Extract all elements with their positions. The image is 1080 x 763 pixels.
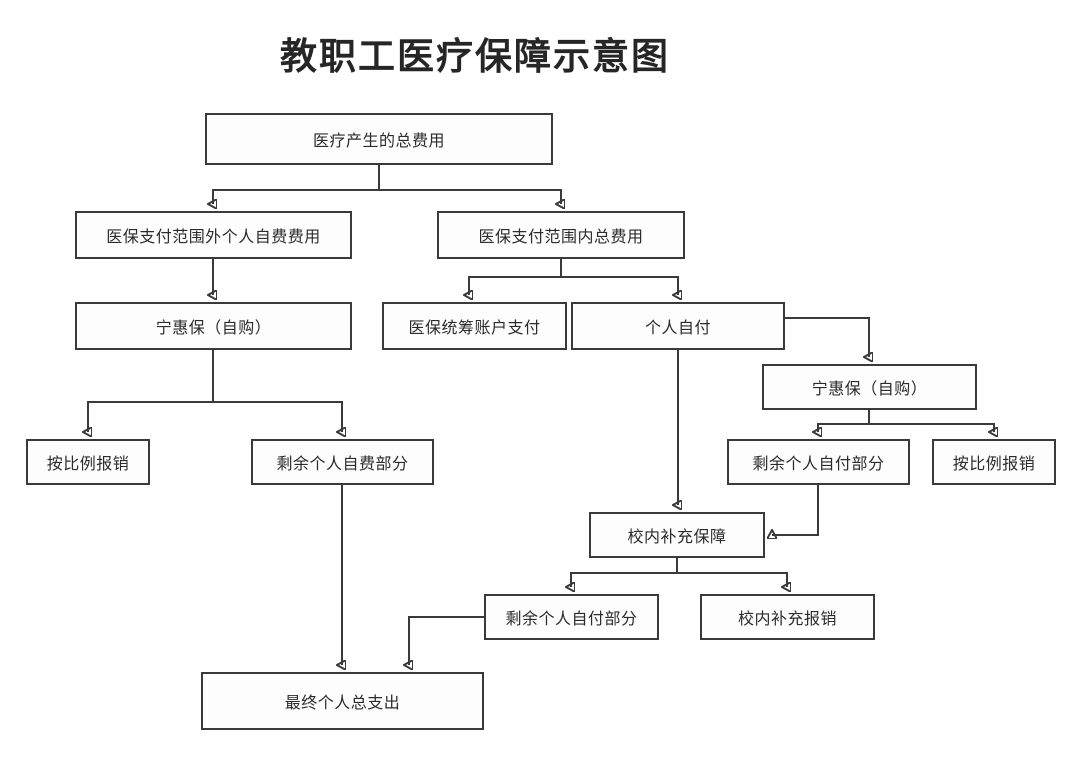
- node-campus-supplementary-coverage[interactable]: 校内补充保障: [589, 512, 765, 558]
- node-final-personal-total-expense[interactable]: 最终个人总支出: [201, 672, 484, 730]
- edge-total-to-out-of-scope: [213, 165, 380, 204]
- node-ninghuibao-right[interactable]: 宁惠保（自购）: [762, 364, 977, 410]
- edge-in-scope-to-pooled-account: [469, 259, 562, 295]
- node-in-scope-total-cost[interactable]: 医保支付范围内总费用: [437, 211, 685, 259]
- node-out-of-scope-self-funded[interactable]: 医保支付范围外个人自费费用: [75, 211, 352, 259]
- edge-ninghuibao-to-remaining-self-funded: [213, 401, 342, 432]
- node-total-medical-cost[interactable]: 医疗产生的总费用: [205, 113, 553, 165]
- node-proportional-reimbursement-left[interactable]: 按比例报销: [26, 439, 150, 485]
- node-ninghuibao-left[interactable]: 宁惠保（自购）: [75, 302, 352, 350]
- edge-ninghuibao-to-proportional-reimbursement: [88, 350, 214, 432]
- node-personal-self-pay[interactable]: 个人自付: [571, 302, 785, 350]
- node-remaining-self-funded[interactable]: 剩余个人自费部分: [251, 439, 434, 485]
- edge-ninghuibao-right-to-proportional-reimbursement: [869, 423, 994, 432]
- edge-remaining-self-pay-final-to-final-total: [409, 616, 484, 665]
- page-title: 教职工医疗保障示意图: [280, 35, 670, 78]
- node-remaining-self-pay-final[interactable]: 剩余个人自付部分: [484, 594, 659, 640]
- edge-ninghuibao-right-to-remaining-self-pay: [818, 410, 870, 432]
- edge-total-to-in-scope: [379, 189, 561, 204]
- edge-in-scope-to-self-pay: [561, 276, 678, 295]
- node-campus-supplementary-reimbursement[interactable]: 校内补充报销: [700, 594, 875, 640]
- node-proportional-reimbursement-right[interactable]: 按比例报销: [932, 439, 1056, 485]
- edge-remaining-self-pay-to-campus-supplement: [772, 485, 819, 535]
- node-remaining-self-pay[interactable]: 剩余个人自付部分: [727, 439, 910, 485]
- edge-self-pay-to-ninghuibao-right: [785, 317, 869, 357]
- edge-campus-supplement-to-campus-reimbursement: [677, 572, 787, 587]
- node-pooled-account-payment[interactable]: 医保统筹账户支付: [382, 302, 567, 350]
- edge-campus-supplement-to-remaining-self-pay-final: [571, 558, 678, 587]
